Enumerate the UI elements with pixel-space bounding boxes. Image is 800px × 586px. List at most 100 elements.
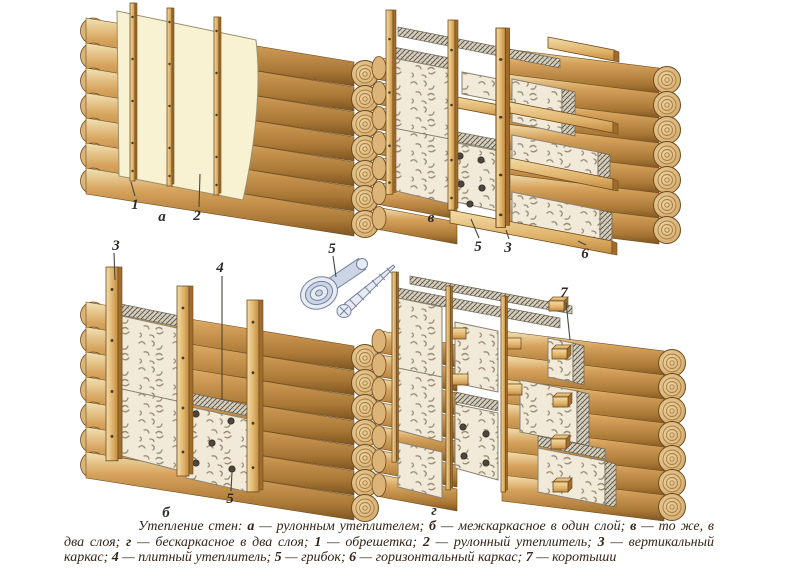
callout-1-label: 1 bbox=[131, 197, 139, 213]
callout-3-label: 3 bbox=[111, 238, 120, 254]
caption-segment: Утепление стен: bbox=[138, 519, 248, 534]
caption-segment: б bbox=[429, 519, 436, 534]
mushroom-fastener bbox=[228, 465, 236, 473]
insulation-panel bbox=[121, 315, 178, 471]
insulation-edge bbox=[454, 391, 499, 412]
diagram-a-label: а bbox=[158, 209, 166, 225]
callout-2-label: 2 bbox=[192, 208, 201, 224]
panel-seam bbox=[121, 388, 178, 402]
insulation-panel-with-fasteners bbox=[454, 403, 499, 481]
insulation-edge bbox=[409, 275, 573, 315]
batten bbox=[129, 2, 138, 182]
short-block bbox=[552, 392, 573, 408]
mushroom-fastener bbox=[478, 184, 486, 192]
batten bbox=[213, 16, 222, 196]
leader-line bbox=[505, 229, 510, 240]
leader-line bbox=[130, 181, 136, 197]
callout-6-label: 6 bbox=[581, 246, 589, 262]
caption-segment: — рулонным утеплителем; bbox=[254, 519, 429, 534]
leader-line bbox=[332, 255, 337, 278]
leader-line bbox=[230, 471, 233, 492]
mushroom-fastener bbox=[459, 423, 467, 431]
caption-segment: а bbox=[247, 519, 255, 534]
caption-segment: 6 bbox=[349, 550, 357, 565]
panel-seam bbox=[397, 367, 443, 378]
diagram-b-label: б bbox=[162, 505, 170, 521]
short-block bbox=[550, 434, 571, 450]
mushroom-dowel-icon bbox=[300, 257, 368, 310]
diagram-g-label: г bbox=[431, 503, 437, 519]
caption-segment: 4 bbox=[111, 550, 119, 565]
figure-caption: Утепление стен: а — рулонным утеплителем… bbox=[64, 519, 714, 566]
caption-segment: — горизонтальный каркас; bbox=[356, 550, 526, 565]
insulation-edge bbox=[576, 390, 590, 447]
caption-segment: г bbox=[126, 534, 132, 550]
callout-5-label: 5 bbox=[328, 241, 336, 257]
insulation-panel bbox=[397, 441, 443, 499]
leader-line bbox=[113, 252, 116, 281]
mushroom-fastener bbox=[192, 459, 200, 467]
callout-4-label: 4 bbox=[215, 260, 224, 276]
mushroom-fastener bbox=[466, 200, 474, 208]
caption-segment: — рулонный утеплитель; bbox=[429, 534, 598, 550]
horizontal-frame-bottom bbox=[449, 209, 618, 256]
frame-plank bbox=[495, 27, 511, 229]
panel-seam bbox=[387, 126, 451, 140]
mushroom-fastener bbox=[477, 156, 485, 164]
mushroom-fastener bbox=[457, 180, 465, 188]
screw-icon bbox=[336, 264, 396, 318]
leader-line bbox=[565, 301, 571, 341]
caption-segment: 1 bbox=[314, 534, 322, 550]
insulation-diagrams: 1 а 2 bbox=[80, 2, 686, 522]
caption-segment: 2 bbox=[422, 534, 430, 550]
caption-segment: в bbox=[630, 519, 637, 534]
frame-plank bbox=[246, 299, 264, 493]
callout-7-label: 7 bbox=[560, 285, 568, 301]
diagram-v-label: в bbox=[428, 210, 435, 226]
short-block bbox=[551, 344, 572, 360]
frame-plank bbox=[105, 266, 123, 462]
spacer-blocks bbox=[449, 296, 573, 493]
diagram-g: 7 г bbox=[371, 271, 686, 522]
callout-3-label: 3 bbox=[503, 240, 512, 256]
fastener-detail: 5 bbox=[300, 241, 396, 318]
mushroom-fastener bbox=[208, 439, 216, 447]
leader-line bbox=[470, 218, 480, 239]
insulation-edge bbox=[604, 460, 617, 508]
caption-segment: — грибок; bbox=[281, 550, 350, 565]
caption-segment: — бескаркасное в два слоя; bbox=[131, 534, 315, 550]
insulation-panel bbox=[519, 379, 578, 444]
short-block bbox=[505, 383, 523, 396]
mushroom-fastener bbox=[482, 459, 490, 467]
caption-segment: 3 bbox=[597, 534, 605, 550]
insulation-edge bbox=[572, 342, 585, 386]
caption-segment: 7 bbox=[525, 550, 533, 565]
caption-segment: — коротыши bbox=[532, 550, 617, 565]
batten bbox=[500, 295, 508, 493]
diagram-a: 1 а 2 bbox=[80, 2, 379, 238]
leader-line bbox=[198, 173, 201, 208]
batten bbox=[445, 285, 453, 491]
frame-plank bbox=[447, 19, 459, 211]
caption-segment: — плитный утеплитель; bbox=[118, 550, 275, 565]
caption-segment: — то же, в два слоя; bbox=[64, 519, 714, 550]
insulation-panel-with-fasteners bbox=[185, 405, 249, 493]
caption-segment: — вертикальный каркас; bbox=[64, 534, 714, 566]
short-block bbox=[451, 373, 469, 386]
insulation-panel bbox=[387, 56, 451, 205]
frame-plank bbox=[385, 9, 397, 195]
callout-5-label: 5 bbox=[474, 239, 482, 255]
caption-segment: 5 bbox=[274, 550, 282, 565]
mushroom-fastener bbox=[482, 430, 490, 438]
diagram-b: 3 4 5 б bbox=[80, 238, 379, 522]
mushroom-fastener bbox=[227, 417, 235, 425]
batten bbox=[166, 7, 175, 187]
leader-line bbox=[577, 240, 587, 246]
frame-plank bbox=[176, 285, 194, 477]
caption-segment: — межкаркасное в один слой; bbox=[436, 519, 631, 534]
caption-segment: — обрешетка; bbox=[321, 534, 423, 550]
mushroom-fastener bbox=[192, 410, 200, 418]
mushroom-fastener bbox=[460, 452, 468, 460]
short-block bbox=[552, 477, 573, 493]
